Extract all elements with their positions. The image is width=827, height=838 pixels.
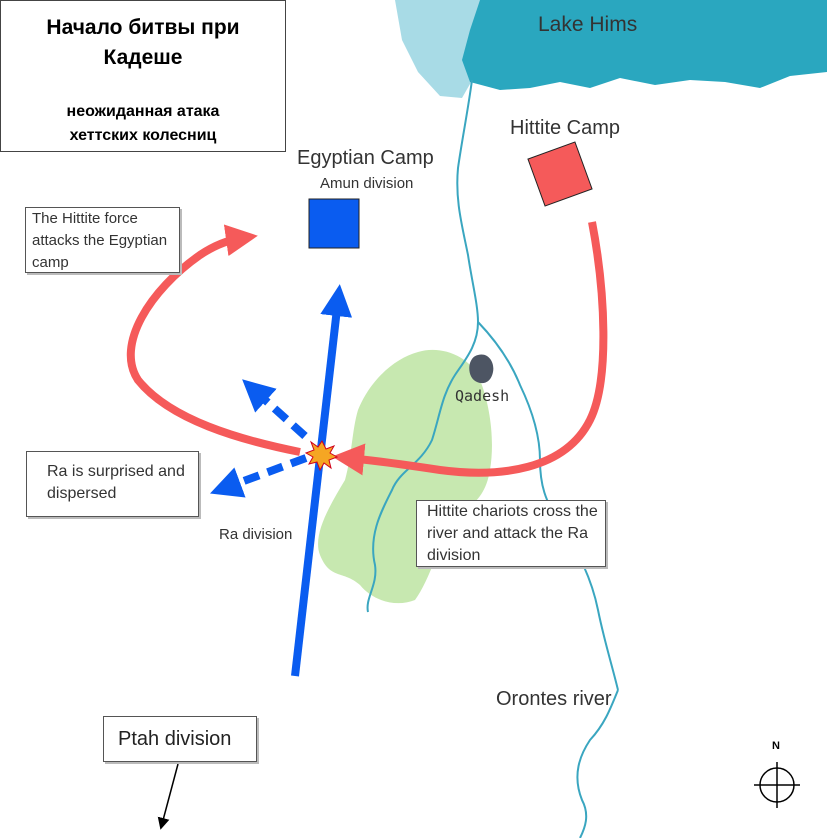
ra-dispersal-arrow-lower bbox=[209, 454, 308, 498]
compass-icon bbox=[754, 762, 800, 808]
north-label: N bbox=[772, 740, 780, 752]
note-chariots-cross: Hittite chariots cross the river and att… bbox=[416, 500, 606, 567]
orontes-river bbox=[366, 79, 619, 838]
note-ra-surprised: Ra is surprised and dispersed bbox=[26, 451, 199, 517]
qadesh-marker bbox=[469, 354, 494, 384]
ptah-pointer-arrow bbox=[157, 763, 179, 830]
egyptian-advance-arrow bbox=[291, 284, 353, 677]
hittite-camp-label: Hittite Camp bbox=[510, 117, 621, 139]
hittite-camp-attack-arrow bbox=[126, 224, 301, 456]
ra-division-label: Ra division bbox=[219, 526, 293, 543]
orontes-river-label: Orontes river bbox=[496, 688, 612, 710]
qadesh-label: Qadesh bbox=[455, 387, 510, 405]
ra-dispersal-arrow-upper bbox=[242, 379, 308, 439]
lake-hims bbox=[462, 0, 827, 90]
hittite-chariot-arrow bbox=[332, 221, 608, 477]
amun-division-label: Amun division bbox=[320, 175, 414, 192]
clash-burst-icon bbox=[304, 440, 339, 472]
lake-label: Lake Hims bbox=[538, 13, 638, 36]
note-ptah-division: Ptah division bbox=[103, 716, 257, 762]
note-hittite-attack-camp: The Hittite force attacks the Egyptian c… bbox=[25, 207, 180, 273]
hittite-camp-marker bbox=[527, 141, 593, 207]
title-box: Начало битвы при Кадеше неожиданная атак… bbox=[0, 0, 286, 152]
map-subtitle: неожиданная атака хеттских колесниц bbox=[66, 103, 220, 144]
egyptian-camp-label: Egyptian Camp bbox=[297, 147, 434, 169]
egyptian-camp-marker bbox=[308, 198, 360, 249]
green-land bbox=[318, 349, 492, 604]
map-title: Начало битвы при Кадеше bbox=[46, 16, 240, 69]
